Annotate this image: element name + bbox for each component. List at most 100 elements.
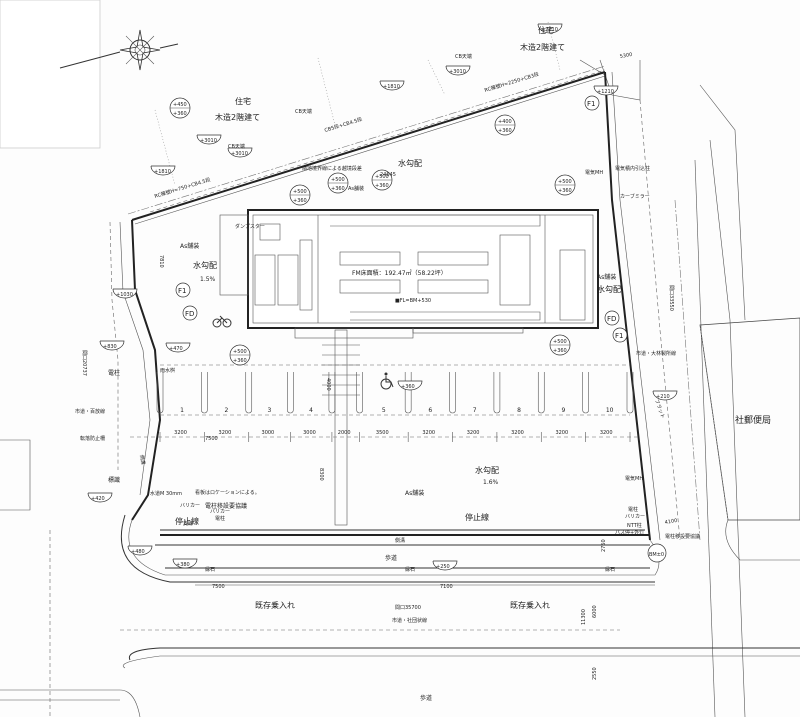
stall-divider [201, 372, 208, 414]
wheelchair-icon [380, 372, 394, 390]
level-value: +380 [176, 562, 190, 568]
level-value: +2810 [541, 27, 558, 33]
level-bottom: +360 [331, 186, 345, 192]
level-marker: +500+360 [327, 172, 349, 194]
drawing-label: カーブミラー [620, 193, 650, 200]
drawing-label: 2550 [592, 667, 598, 680]
drawing-label: 電柱移設要協議 [665, 533, 700, 540]
level-marker: +830 [99, 340, 125, 351]
dimension-width: 3200 [555, 430, 568, 436]
stall-divider [245, 372, 253, 414]
drawing-label: 歩道 [385, 554, 397, 562]
drawing-label: CB天端 [228, 143, 245, 150]
drawing-label: 既存乗入れ [255, 600, 295, 610]
level-value: +210 [656, 394, 670, 400]
drawing-label: 間口35700 [395, 605, 421, 611]
level-value: +3010 [231, 151, 248, 157]
parking-space-number: 8 [517, 407, 521, 414]
boundary-wall [127, 65, 606, 225]
level-value: +1030 [116, 292, 133, 298]
dimension-width: 3500 [376, 430, 389, 436]
level-value: +1210 [597, 89, 614, 95]
parking-space-number: 6 [428, 407, 432, 414]
drawing-label: 縁石 [405, 566, 415, 573]
parking-space-number: 4 [309, 407, 313, 414]
level-bottom: +360 [173, 111, 187, 117]
drawing-label: 6000 [592, 605, 598, 618]
drawing-label: 7500 [205, 436, 218, 442]
drawing-label: 木造2階建て [215, 112, 260, 122]
drawing-label: 歩道 [420, 694, 432, 702]
drawing-label: 転落防止柵 [80, 435, 105, 442]
drain-marker [175, 282, 191, 298]
drawing-label: 間口33550 [668, 285, 674, 311]
level-value: +360 [401, 384, 415, 390]
dimension-width: 2000 [338, 430, 351, 436]
level-marker: +3010 [445, 65, 471, 76]
drawing-label: 看板はロケーションによる。 [195, 489, 260, 496]
drawing-label: RC擁壁H=750+CB4.5段 [154, 176, 212, 200]
parking-area [130, 364, 640, 438]
drain-marker [604, 310, 620, 326]
drawing-label: 側溝 [395, 537, 405, 544]
level-marker: +500+360 [554, 174, 576, 196]
store-building [219, 209, 599, 339]
drain-marker-label: F1 [587, 100, 595, 108]
drawing-label: フラット [653, 399, 665, 420]
stall-divider [404, 372, 412, 414]
level-marker: +480 [127, 545, 153, 556]
drawing-label: 1.5% [200, 276, 216, 283]
level-value: +250 [436, 564, 450, 570]
walkway [322, 329, 360, 526]
drawing-label: バリカー [180, 503, 200, 509]
drawing-label: ■FL=BM+530 [395, 298, 431, 304]
stall-divider [328, 372, 336, 414]
drawing-label: 雨水桝 [160, 367, 175, 374]
level-marker: +450 +360 [169, 97, 191, 119]
parking-space-number: 2 [225, 407, 229, 414]
left-boundary [131, 219, 162, 521]
drawing-label: 5300 [619, 52, 633, 60]
drawing-label: 縁石 [605, 566, 615, 573]
bicycle-icon [212, 315, 232, 328]
level-marker: +360 [397, 380, 423, 391]
stall-divider [537, 372, 545, 414]
level-value: +1810 [154, 169, 171, 175]
drawing-label: 電柱 [215, 515, 225, 522]
drain-marker [612, 327, 628, 343]
stall-divider [493, 372, 501, 414]
drain-marker-label: FD [185, 310, 194, 318]
drawing-label: 隣地境界線による越境段差 [302, 165, 362, 172]
drawing-label: CB天端 [455, 53, 472, 60]
level-top: +500 [293, 189, 307, 195]
level-marker: +1210 [593, 85, 619, 96]
drawing-label: 11300 [581, 609, 587, 625]
drawing-label: As舗装 [180, 242, 199, 250]
level-top: +500 [553, 339, 567, 345]
drawing-label: 停止線 [175, 516, 199, 526]
drain-marker [584, 95, 600, 111]
drawing-label: 7500 [212, 584, 225, 590]
level-top: +450 [173, 102, 187, 108]
post-office-building [699, 317, 800, 521]
drawing-label: 水勾配 [398, 158, 422, 168]
stall-divider [626, 372, 634, 414]
stall-divider [449, 372, 456, 414]
level-value: +3010 [200, 138, 217, 144]
drawing-label: 社郵便局 [735, 414, 771, 426]
level-bottom: +360 [375, 183, 389, 189]
drawing-label: 電気MH [585, 169, 603, 176]
drawing-label: 縁石 [205, 566, 215, 573]
parking-space-number: 1 [180, 407, 184, 414]
stall-divider [287, 372, 294, 414]
drawing-label: 電柱移設要協議 [205, 502, 247, 510]
level-marker: +250 [432, 560, 458, 571]
drawing-label: 支線 [183, 520, 193, 527]
drawing-label: 市道・百放線 [75, 408, 105, 415]
level-bottom: +360 [558, 188, 572, 194]
drawing-label: 水勾配 [193, 260, 217, 270]
drain-marker-label: F1 [615, 332, 623, 340]
level-top: +400 [498, 119, 512, 125]
